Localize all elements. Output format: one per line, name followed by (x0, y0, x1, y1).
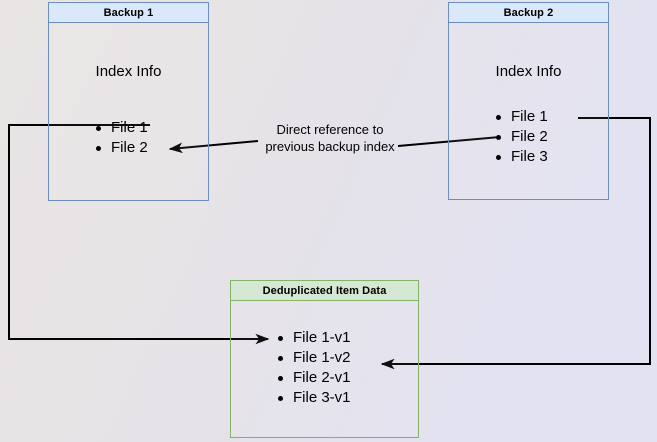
list-item: File 1 (95, 118, 148, 138)
node-backup-1[interactable]: Backup 1 Index Info File 1 File 2 (48, 2, 209, 201)
list-item: File 2 (95, 138, 148, 158)
list-item: File 1-v2 (277, 348, 351, 368)
node-backup-2[interactable]: Backup 2 Index Info File 1 File 2 File 3 (448, 2, 609, 200)
node-backup-1-header: Backup 1 (48, 2, 209, 23)
list-item: File 3-v1 (277, 388, 351, 408)
node-backup-1-body: Index Info File 1 File 2 (48, 23, 209, 201)
list-item: File 1 (495, 107, 548, 127)
node-deduplicated-body: File 1-v1 File 1-v2 File 2-v1 File 3-v1 (230, 301, 419, 438)
backup-2-index-info-label: Index Info (495, 63, 562, 80)
node-deduplicated-item-data[interactable]: Deduplicated Item Data File 1-v1 File 1-… (230, 280, 419, 438)
node-backup-2-body: Index Info File 1 File 2 File 3 (448, 23, 609, 200)
node-deduplicated-header: Deduplicated Item Data (230, 280, 419, 301)
backup-1-index-info-label: Index Info (95, 63, 162, 80)
list-item: File 3 (495, 147, 548, 167)
list-item: File 2 (495, 127, 548, 147)
edge-label-direct-reference: Direct reference to previous backup inde… (265, 122, 395, 154)
node-backup-2-header: Backup 2 (448, 2, 609, 23)
deduplicated-file-list: File 1-v1 File 1-v2 File 2-v1 File 3-v1 (277, 328, 351, 408)
list-item: File 2-v1 (277, 368, 351, 388)
backup-2-file-list: File 1 File 2 File 3 (495, 107, 548, 167)
backup-1-file-list: File 1 File 2 (95, 118, 148, 158)
list-item: File 1-v1 (277, 328, 351, 348)
